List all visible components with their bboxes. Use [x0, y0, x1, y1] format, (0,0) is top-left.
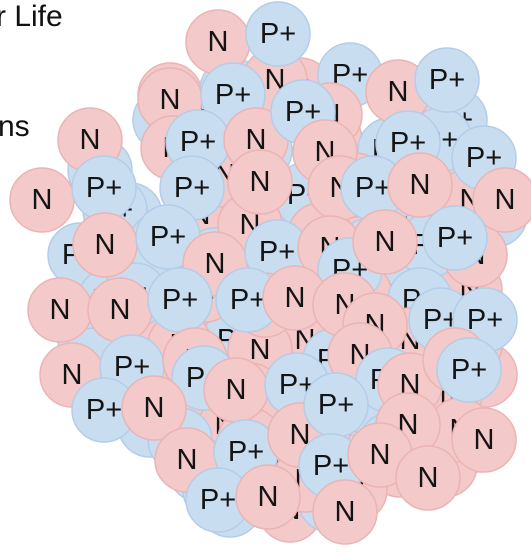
- neutron-label: N: [160, 84, 181, 116]
- neutron-label: N: [388, 76, 409, 108]
- proton-label: P+: [260, 18, 296, 50]
- proton-label: P+: [200, 484, 236, 516]
- proton: P+: [135, 204, 201, 270]
- neutron: N: [227, 149, 293, 215]
- proton-label: P+: [313, 450, 349, 482]
- proton-label: P+: [429, 64, 465, 96]
- neutron-label: N: [50, 294, 71, 326]
- neutron-label: N: [250, 334, 271, 366]
- neutron-label: N: [32, 184, 53, 216]
- neutron-circle: [312, 479, 378, 545]
- proton-label: P+: [86, 172, 122, 204]
- neutron: N: [472, 167, 531, 233]
- neutron-circle: [387, 152, 453, 218]
- proton-label: P+: [180, 126, 216, 158]
- neutron: N: [9, 167, 75, 233]
- proton-label: P+: [86, 394, 122, 426]
- neutron: N: [121, 375, 187, 441]
- proton: P+: [71, 155, 137, 221]
- neutron-circle: [472, 167, 531, 233]
- proton-label: P+: [467, 304, 503, 336]
- neutron: N: [27, 277, 93, 343]
- proton-label: P+: [162, 284, 198, 316]
- proton-label: P+: [451, 354, 487, 386]
- proton: P+: [436, 337, 502, 403]
- proton-label: P+: [437, 222, 473, 254]
- proton: P+: [71, 377, 137, 443]
- neutron-label: N: [495, 184, 516, 216]
- proton: P+: [245, 1, 311, 67]
- neutron-label: N: [250, 166, 271, 198]
- neutron-label: N: [265, 64, 286, 96]
- neutron-label: N: [80, 124, 101, 156]
- neutron-label: N: [110, 294, 131, 326]
- proton-circle: [422, 205, 488, 271]
- neutron: N: [262, 265, 328, 331]
- neutron-label: N: [144, 392, 165, 424]
- neutron-circle: [235, 464, 301, 530]
- neutron-label: N: [226, 374, 247, 406]
- proton: P+: [147, 267, 213, 333]
- neutron: N: [352, 209, 418, 275]
- proton-label: P+: [228, 436, 264, 468]
- proton-label: P+: [318, 389, 354, 421]
- proton: P+: [303, 372, 369, 438]
- proton-label: P+: [355, 172, 391, 204]
- proton-label: P+: [174, 172, 210, 204]
- neutron-circle: [451, 407, 517, 473]
- proton-circle: [414, 47, 480, 113]
- proton-label: P+: [150, 221, 186, 253]
- neutron-label: N: [418, 462, 439, 494]
- neutron: N: [395, 445, 461, 511]
- proton: P+: [215, 267, 281, 333]
- neutron-label: N: [290, 419, 311, 451]
- proton-label: P+: [259, 236, 295, 268]
- neutron-label: N: [246, 124, 267, 156]
- proton: P+: [422, 205, 488, 271]
- neutron-circle: [227, 149, 293, 215]
- neutron: N: [235, 464, 301, 530]
- neutron: N: [203, 357, 269, 423]
- neutron-label: N: [285, 282, 306, 314]
- neutron-label: N: [474, 424, 495, 456]
- neutron-label: N: [410, 169, 431, 201]
- title-fragment: r Life: [0, 0, 63, 33]
- neutron-label: N: [258, 481, 279, 513]
- neutron: N: [387, 152, 453, 218]
- neutron-label: N: [335, 496, 356, 528]
- neutron-label: N: [205, 248, 226, 280]
- proton-circle: [436, 337, 502, 403]
- neutron-circle: [395, 445, 461, 511]
- text-fragment: ns: [0, 110, 30, 143]
- proton: P+: [340, 155, 406, 221]
- proton: P+: [159, 155, 225, 221]
- neutron-circle: [352, 209, 418, 275]
- neutron-circle: [121, 375, 187, 441]
- neutron-label: N: [375, 226, 396, 258]
- neutron-label: N: [62, 359, 83, 391]
- proton: P+: [298, 433, 364, 499]
- neutron: N: [451, 407, 517, 473]
- neutron: N: [347, 422, 413, 488]
- neutron: N: [72, 212, 138, 278]
- neutron: N: [87, 277, 153, 343]
- proton: P+: [185, 467, 251, 533]
- neutron: N: [312, 479, 378, 545]
- neutron-label: N: [95, 229, 116, 261]
- neutron-label: N: [370, 439, 391, 471]
- neutron-label: N: [208, 26, 229, 58]
- proton: P+: [414, 47, 480, 113]
- proton-label: P+: [230, 284, 266, 316]
- proton-label: P+: [215, 79, 251, 111]
- neutron-label: N: [177, 444, 198, 476]
- proton-circle: [245, 1, 311, 67]
